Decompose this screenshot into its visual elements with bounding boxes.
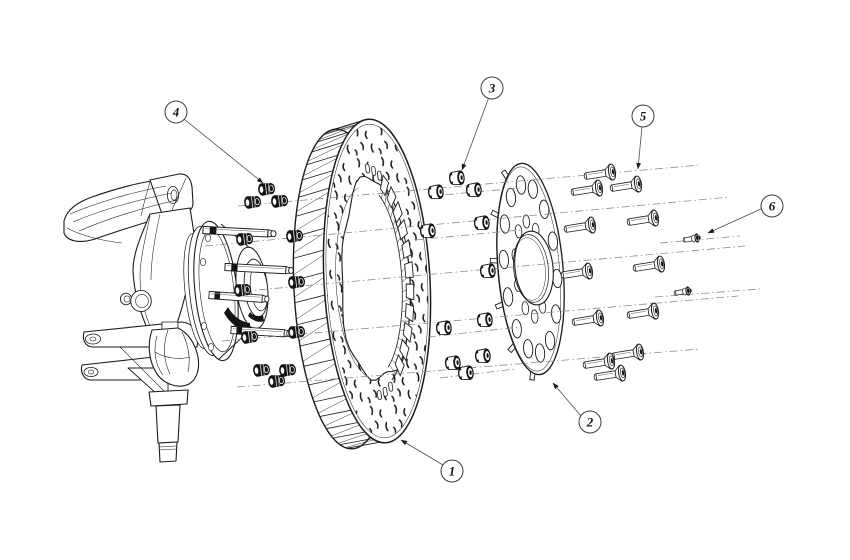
set-screws [672,232,702,299]
callout-3-label: 3 [488,80,496,95]
callout-4-flange-nut: 4 [164,100,188,124]
callout-6-label: 6 [768,198,776,213]
callout-6-set-screw: 6 [760,194,784,218]
callout-leader-lines [183,96,764,466]
callout-1-brake-rotor: 1 [440,459,464,483]
callout-3-drive-bobbin: 3 [480,76,504,100]
flange-nuts [233,181,307,389]
mounting-screws [559,163,667,386]
callout-5-label: 5 [639,108,647,123]
brake-rotor [292,118,432,450]
callout-2-label: 2 [586,414,594,429]
callout-5-mounting-screw: 5 [631,104,655,128]
wheel-hub [183,220,269,362]
callout-1-label: 1 [448,463,456,478]
rotor-hat [489,162,565,381]
callout-4-label: 4 [172,104,180,119]
drive-bobbins [418,169,497,382]
callout-2-rotor-hat: 2 [578,410,602,434]
steering-knuckle [63,173,200,463]
